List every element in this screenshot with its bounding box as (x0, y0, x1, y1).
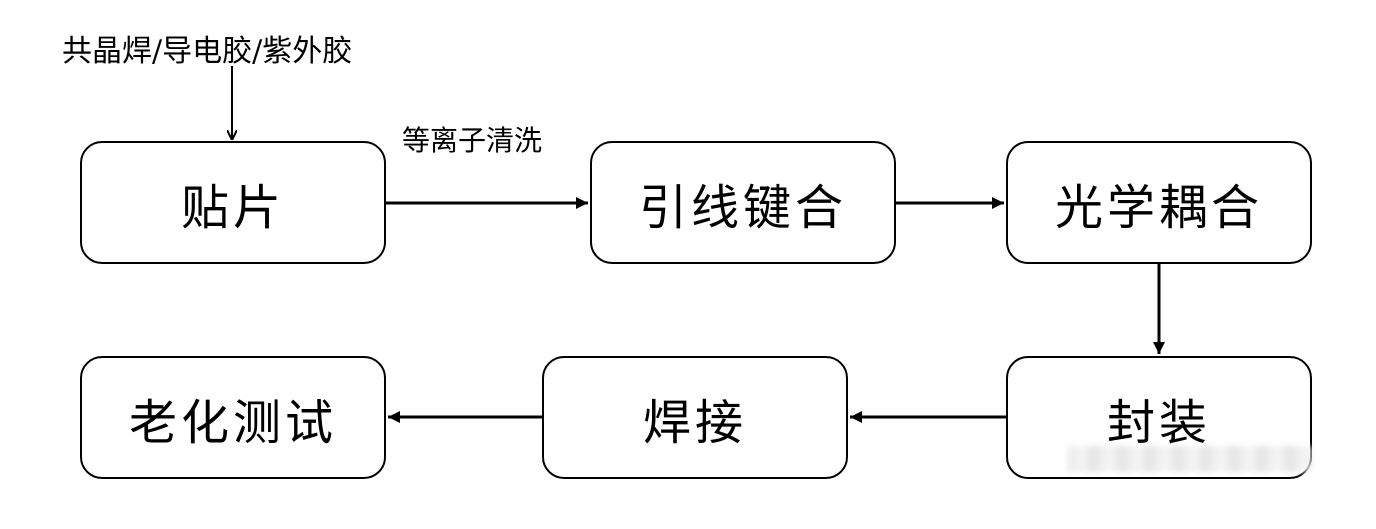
plasma-cleaning-label: 等离子清洗 (402, 124, 543, 157)
input-materials-label: 共晶焊/导电胶/紫外胶 (62, 34, 353, 69)
step-aging-test-label: 老化测试 (128, 394, 337, 451)
step-die-attach-label: 贴片 (180, 179, 285, 236)
step-wire-bonding: 引线键合 (590, 141, 896, 264)
step-soldering: 焊接 (542, 356, 848, 479)
step-packaging-label: 封装 (1106, 394, 1211, 451)
step-aging-test: 老化测试 (80, 356, 386, 479)
step-die-attach: 贴片 (80, 141, 386, 264)
step-soldering-label: 焊接 (642, 394, 747, 451)
watermark-blur (1068, 446, 1312, 472)
step-wire-bonding-label: 引线键合 (638, 179, 847, 236)
step-optical-coupling-label: 光学耦合 (1054, 179, 1263, 236)
step-optical-coupling: 光学耦合 (1006, 141, 1312, 264)
